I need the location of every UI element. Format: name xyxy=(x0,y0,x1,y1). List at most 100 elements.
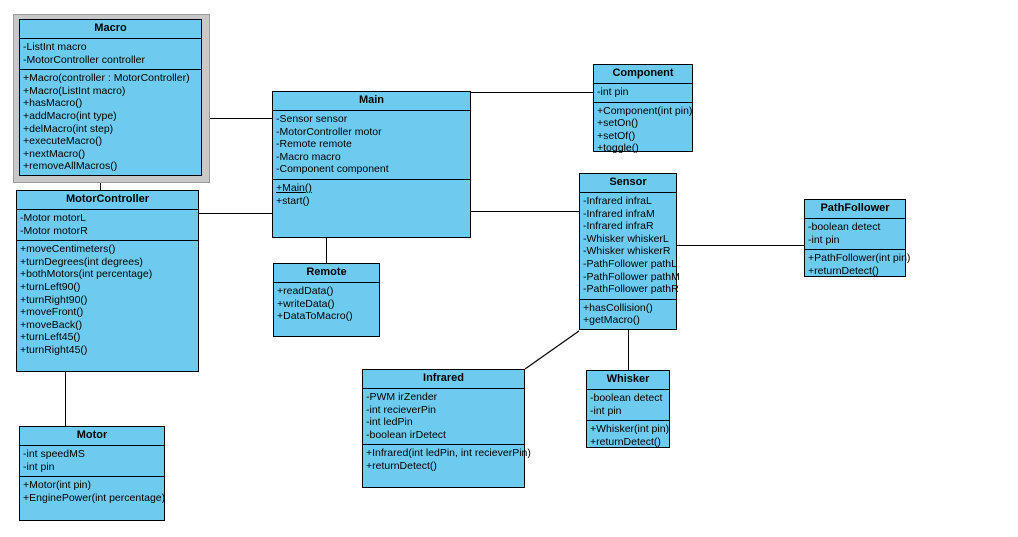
attribute-row: -Infrared infraL xyxy=(583,195,652,207)
class-attributes-infrared: -PWM irZender -int recieverPin -int ledP… xyxy=(363,389,524,446)
class-attributes-main: -Sensor sensor -MotorController motor -R… xyxy=(273,111,470,180)
uml-class-infrared[interactable]: Infrared -PWM irZender -int recieverPin … xyxy=(362,369,531,488)
attribute-row: -int speedMS xyxy=(23,448,85,460)
class-title-remote: Remote xyxy=(274,264,379,283)
class-operations-motorcontroller: +moveCentimeters() +turnDegrees(int degr… xyxy=(17,241,198,359)
operation-row: +setOn() xyxy=(597,117,639,130)
attribute-row: -Infrared infraM xyxy=(583,207,655,220)
attribute-row: -Infrared infraR xyxy=(583,220,654,233)
operation-row: +moveBack() xyxy=(20,318,83,331)
attribute-row: -int pin xyxy=(597,86,629,98)
class-title-whisker: Whisker xyxy=(587,371,669,390)
connector-main-component[interactable] xyxy=(471,92,593,93)
uml-class-sensor[interactable]: Sensor -Infrared infraL -Infrared infraM… xyxy=(579,173,680,330)
class-title-component: Component xyxy=(594,65,692,84)
connector-sensor-pathfollower[interactable] xyxy=(677,245,804,246)
operation-row: +turnRight45() xyxy=(20,343,88,356)
uml-class-remote[interactable]: Remote +readData() +writeData() +DataToM… xyxy=(273,263,380,337)
attribute-row: -PathFollower pathL xyxy=(583,257,677,270)
attribute-row: -Motor motorR xyxy=(20,224,88,237)
class-title-pathfollower: PathFollower xyxy=(805,200,905,219)
attribute-row: -MotorController motor xyxy=(276,125,382,138)
class-operations-whisker: +Whisker(int pin) +returnDetect() xyxy=(587,421,669,451)
operation-row: +bothMotors(int percentage) xyxy=(20,268,153,281)
class-title-macro: Macro xyxy=(20,20,201,39)
operation-row: +Macro(ListInt macro) xyxy=(23,84,126,97)
class-attributes-component: -int pin xyxy=(594,84,692,103)
operation-row: +returnDetect() xyxy=(590,435,661,448)
class-attributes-sensor: -Infrared infraL -Infrared infraM -Infra… xyxy=(580,193,680,300)
operation-row: +returnDetect() xyxy=(366,459,437,472)
connector-main-sensor[interactable] xyxy=(471,211,581,212)
class-attributes-motorcontroller: -Motor motorL -Motor motorR xyxy=(17,210,198,242)
operation-row: +Macro(controller : MotorController) xyxy=(23,72,190,85)
operation-row: +getMacro() xyxy=(583,314,640,327)
class-operations-infrared: +Infrared(int ledPin, int recieverPin) +… xyxy=(363,445,531,475)
operation-row: +setOf() xyxy=(597,129,636,142)
class-operations-component: +Component(int pin) +setOn() +setOf() +t… xyxy=(594,103,692,158)
connector-motorcontroller-main[interactable] xyxy=(199,213,274,214)
operation-row: +Motor(int pin) xyxy=(23,479,91,492)
operation-row-static: +Main() xyxy=(276,181,312,194)
attribute-row: -Component component xyxy=(276,163,389,176)
uml-class-whisker[interactable]: Whisker -boolean detect -int pin +Whiske… xyxy=(586,370,670,448)
operation-row: +Whisker(int pin) xyxy=(590,423,670,436)
class-title-motorcontroller: MotorController xyxy=(17,191,198,210)
attribute-row: -Macro macro xyxy=(276,150,341,163)
operation-row: +PathFollower(int pin) xyxy=(808,252,911,265)
operation-row: +writeData() xyxy=(277,297,335,310)
uml-class-component[interactable]: Component -int pin +Component(int pin) +… xyxy=(593,64,693,154)
connector-macro-motorcontroller[interactable] xyxy=(100,176,101,192)
attribute-row: -Whisker whiskerL xyxy=(583,232,669,245)
attribute-row: -PathFollower pathR xyxy=(583,283,679,296)
connector-main-remote[interactable] xyxy=(326,238,327,263)
class-operations-main: +Main() +start() xyxy=(273,180,470,210)
class-title-main: Main xyxy=(273,92,470,111)
class-attributes-macro: -ListInt macro -MotorController controll… xyxy=(20,39,201,71)
operation-row: +removeAllMacros() xyxy=(23,160,118,173)
operation-row: +addMacro(int type) xyxy=(23,109,117,122)
connector-motorcontroller-motor[interactable] xyxy=(65,372,66,426)
class-title-motor: Motor xyxy=(20,427,164,446)
class-operations-sensor: +hasCollision() +getMacro() xyxy=(580,300,676,330)
operation-row: +executeMacro() xyxy=(23,135,103,148)
operation-row: +readData() xyxy=(277,285,334,297)
class-attributes-pathfollower: -boolean detect -int pin xyxy=(805,219,905,251)
operation-row: +Component(int pin) xyxy=(597,104,693,117)
uml-class-motorcontroller[interactable]: MotorController -Motor motorL -Motor mot… xyxy=(16,190,199,372)
attribute-row: -PWM irZender xyxy=(366,391,438,403)
uml-class-macro[interactable]: Macro -ListInt macro -MotorController co… xyxy=(19,19,202,176)
class-operations-motor: +Motor(int pin) +EnginePower(int percent… xyxy=(20,477,165,507)
operation-row: +delMacro(int step) xyxy=(23,122,114,135)
operation-row: +hasMacro() xyxy=(23,97,83,110)
attribute-row: -int ledPin xyxy=(366,416,413,429)
class-title-infrared: Infrared xyxy=(363,370,524,389)
attribute-row: -boolean detect xyxy=(808,221,881,233)
uml-class-motor[interactable]: Motor -int speedMS -int pin +Motor(int p… xyxy=(19,426,165,521)
operation-row: +start() xyxy=(276,194,310,207)
operation-row: +nextMacro() xyxy=(23,147,86,160)
operation-row: +DataToMacro() xyxy=(277,310,353,323)
operation-row: +turnDegrees(int degrees) xyxy=(20,255,143,268)
attribute-row: -Sensor sensor xyxy=(276,113,348,125)
attribute-row: -int pin xyxy=(808,233,840,246)
operation-row: +turnLeft45() xyxy=(20,331,81,344)
operation-row: +hasCollision() xyxy=(583,301,653,314)
attribute-row: -MotorController controller xyxy=(23,53,145,66)
class-operations-macro: +Macro(controller : MotorController) +Ma… xyxy=(20,70,201,176)
uml-class-main[interactable]: Main -Sensor sensor -MotorController mot… xyxy=(272,91,471,238)
class-attributes-whisker: -boolean detect -int pin xyxy=(587,390,669,422)
class-operations-pathfollower: +PathFollower(int pin) +returnDetect() xyxy=(805,250,911,280)
attribute-row: -Motor motorL xyxy=(20,212,86,224)
operation-row: +moveCentimeters() xyxy=(20,243,116,256)
attribute-row: -boolean irDetect xyxy=(366,428,446,441)
operation-row: +Infrared(int ledPin, int recieverPin) xyxy=(366,447,531,460)
operation-row: +toggle() xyxy=(597,142,639,155)
attribute-row: -Remote remote xyxy=(276,138,352,151)
connector-macro-main[interactable] xyxy=(194,118,274,119)
attribute-row: -int pin xyxy=(23,460,55,473)
uml-class-pathfollower[interactable]: PathFollower -boolean detect -int pin +P… xyxy=(804,199,911,280)
connector-sensor-whisker[interactable] xyxy=(628,330,629,370)
